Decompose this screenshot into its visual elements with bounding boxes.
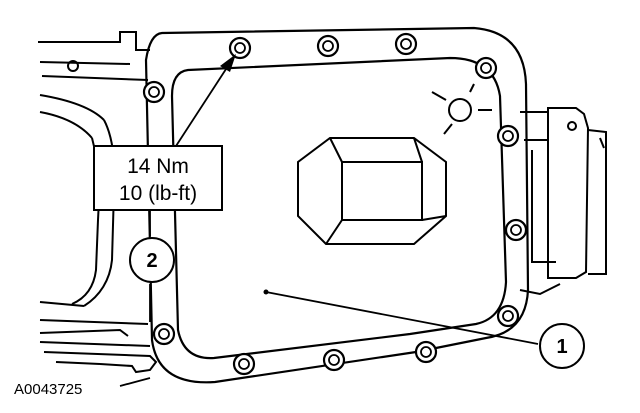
figure-id-leader [119, 377, 151, 387]
callout-2: 2 [129, 237, 175, 283]
oil-pan-center-pad [297, 137, 447, 245]
bolt-head [496, 304, 520, 328]
engine-block-left [38, 31, 158, 374]
torque-arrow-head [220, 54, 236, 72]
bolt-head [474, 56, 498, 80]
leader-lines [119, 54, 539, 387]
callout-2-number: 2 [146, 250, 157, 272]
torque-spec-box: 14 Nm 10 (lb-ft) [93, 145, 223, 211]
bolt-head [232, 352, 256, 376]
oil-pan-bolts [142, 32, 528, 376]
callout-1: 1 [539, 323, 585, 369]
torque-metric: 14 Nm [127, 155, 189, 178]
bolt-head [496, 124, 520, 148]
bolt-head [504, 218, 528, 242]
callout-1-number: 1 [556, 336, 567, 358]
bolt-head [152, 322, 176, 346]
oil-level-sensor [431, 83, 492, 135]
bolt-head [142, 80, 166, 104]
callout-1-leader [265, 291, 539, 345]
bracket-right [519, 107, 607, 296]
bolt-head [228, 36, 252, 60]
bolt-head [316, 34, 340, 58]
bolt-head [394, 32, 418, 56]
bolt-head [322, 348, 346, 372]
callout-1-dot [263, 289, 269, 295]
torque-imperial: 10 (lb-ft) [119, 182, 197, 205]
figure-id: A0043725 [14, 381, 82, 398]
bolt-head [414, 340, 438, 364]
torque-arrow-line [175, 65, 229, 147]
